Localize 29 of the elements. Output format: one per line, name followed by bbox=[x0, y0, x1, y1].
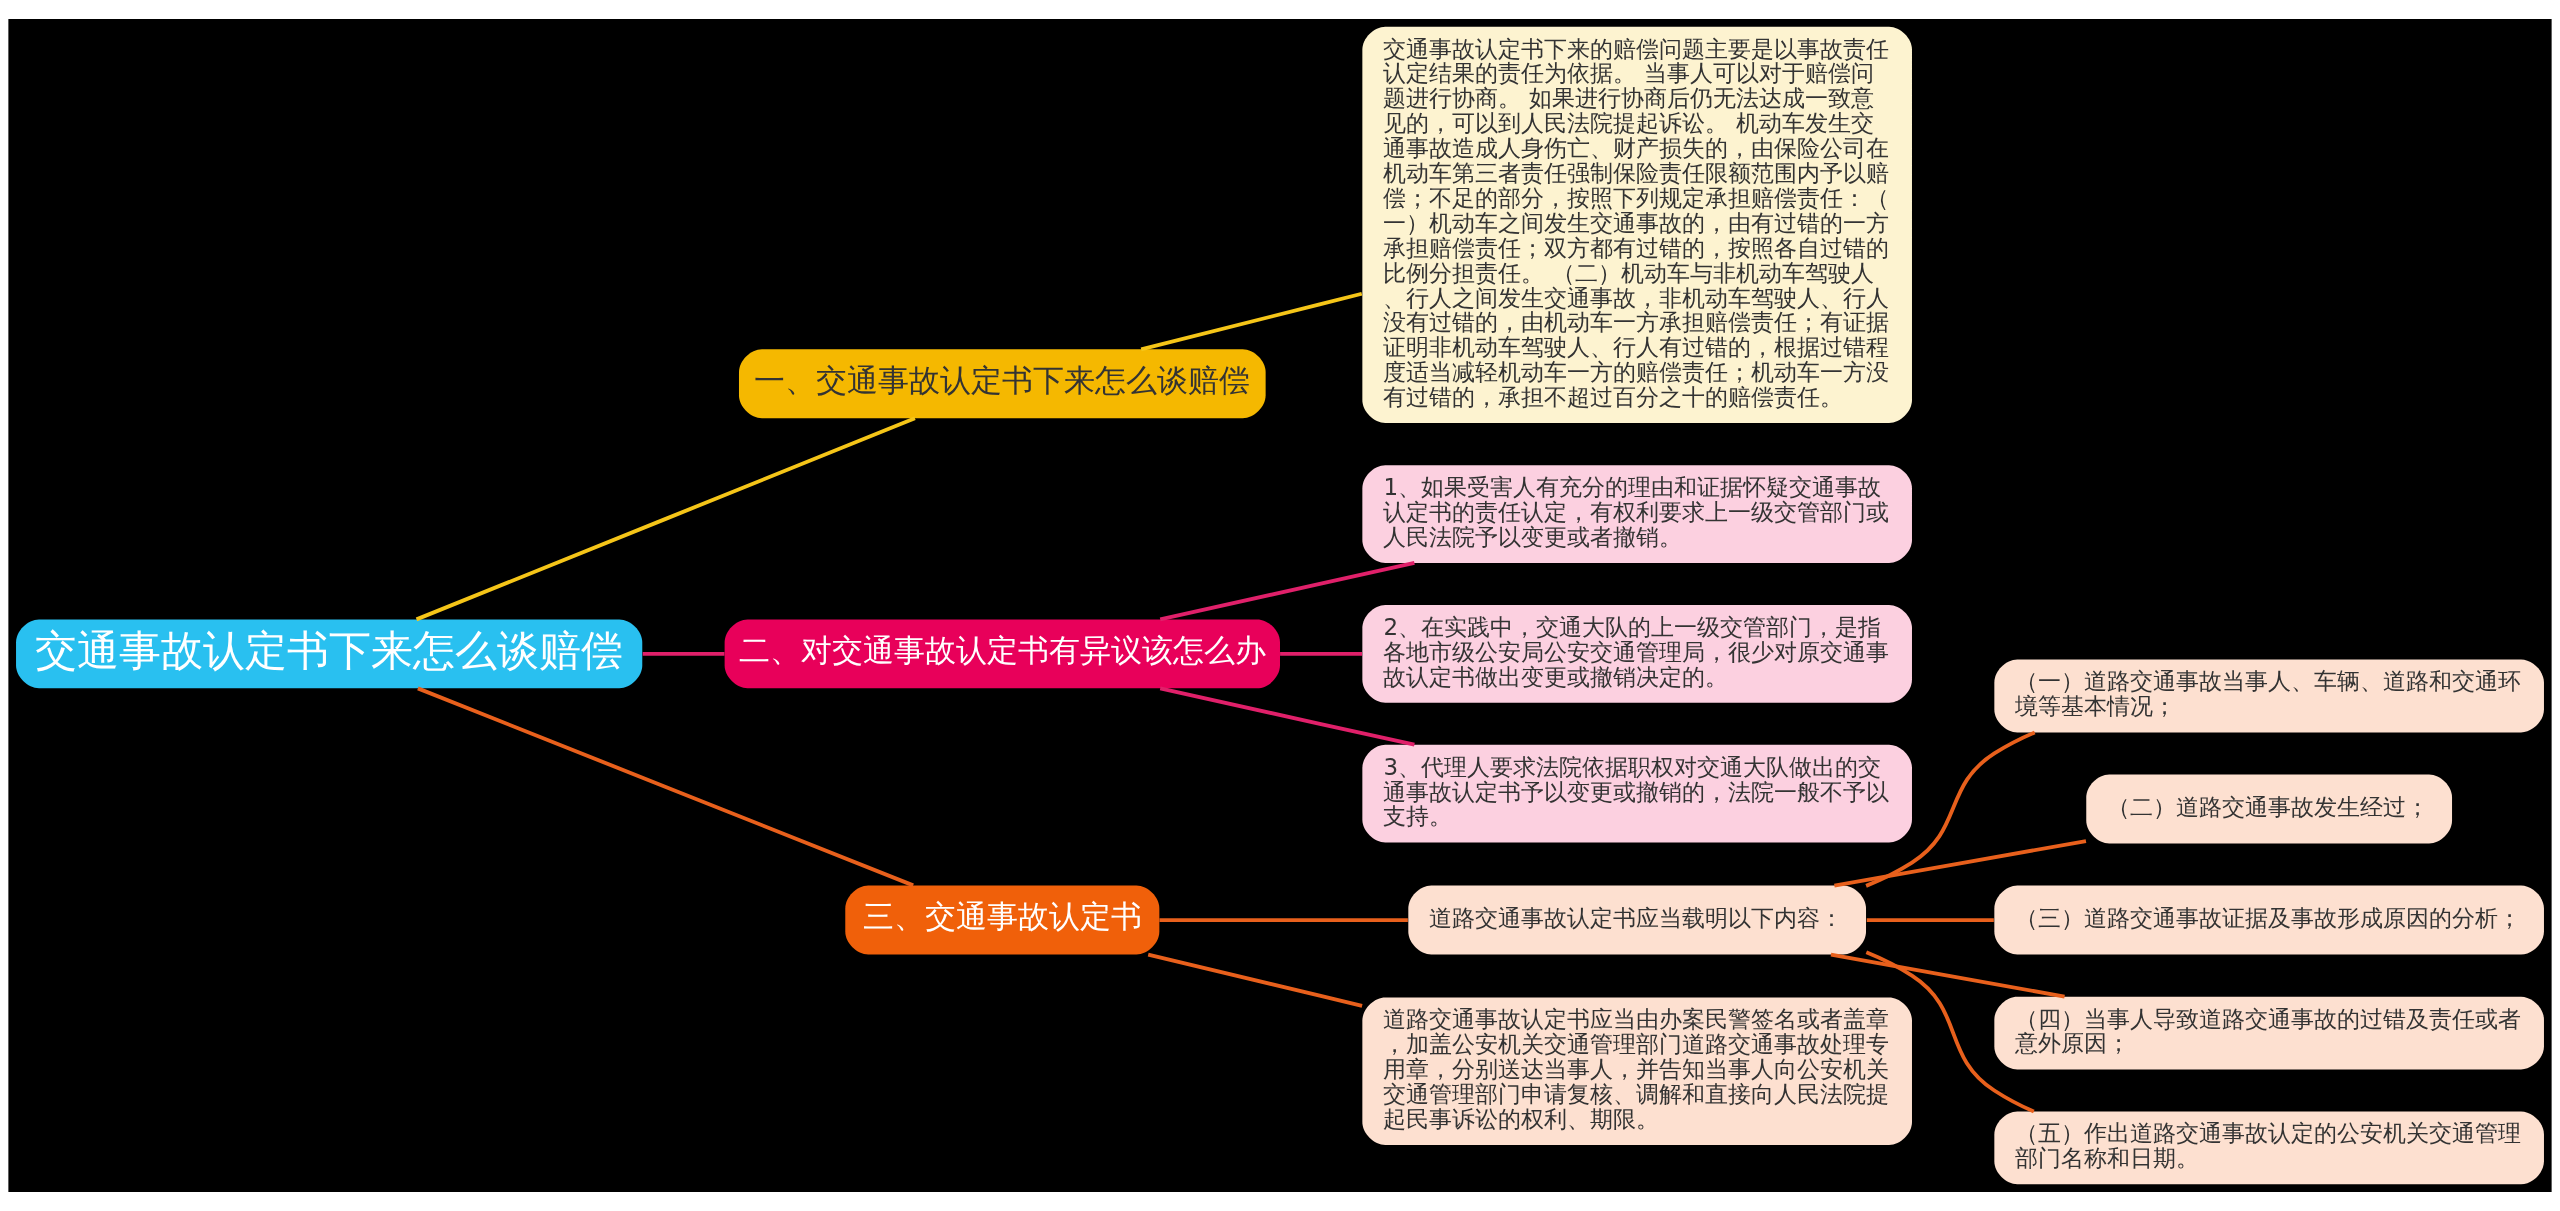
node-box: 一、交通事故认定书下来怎么谈赔偿 bbox=[739, 349, 1266, 419]
node-box: 道路交通事故认定书应当载明以下内容： bbox=[1408, 885, 1866, 955]
node-box: 三、交通事故认定书 bbox=[845, 885, 1160, 955]
connector bbox=[1866, 918, 1994, 922]
node-box: 1、如果受害人有充分的理由和证据怀疑交通事故认定书的责任认定，有权利要求上一级交管部门或人民法院予以变更或者撤销。 bbox=[1362, 465, 1912, 563]
connector bbox=[1865, 730, 2036, 888]
connector bbox=[1865, 950, 2035, 1114]
connector bbox=[417, 686, 914, 888]
connector bbox=[1140, 291, 1363, 352]
node-box: （一）道路交通事故当事人、车辆、道路和交通环境等基本情况； bbox=[1994, 659, 2544, 733]
node-box: （三）道路交通事故证据及事故形成原因的分析； bbox=[1994, 885, 2544, 955]
connector bbox=[1159, 561, 1415, 622]
node-box: 道路交通事故认定书应当由办案民警签名或者盖章，加盖公安机关交通管理部门道路交通事故处理专用章，分别送达当事人，并告知当事人向公安机关交通管理部门申请复核、调解和直接向人民法院提起民事诉讼的权利、期限。 bbox=[1362, 997, 1912, 1146]
connector bbox=[1834, 839, 2087, 888]
node-box: 3、代理人要求法院依据职权对交通大队做出的交通事故认定书予以变更或撤销的，法院一般不予以支持。 bbox=[1362, 744, 1912, 843]
connector bbox=[1159, 918, 1408, 922]
connector bbox=[415, 416, 916, 622]
connector bbox=[1159, 686, 1415, 747]
connector bbox=[642, 651, 725, 656]
connector bbox=[1830, 952, 2065, 999]
connector bbox=[1147, 952, 1363, 1008]
node-box: 交通事故认定书下来怎么谈赔偿 bbox=[16, 619, 643, 689]
node-box: （四）当事人导致道路交通事故的过错及责任或者意外原因； bbox=[1994, 996, 2544, 1070]
node-box: （二）道路交通事故发生经过； bbox=[2086, 774, 2453, 844]
node-box: 2、在实践中，交通大队的上一级交管部门，是指各地市级公安局公安交通管理局，很少对原交通事故认定书做出变更或撤销决定的。 bbox=[1362, 605, 1912, 703]
node-box: （五）作出道路交通事故认定的公安机关交通管理部门名称和日期。 bbox=[1994, 1111, 2544, 1185]
node-box: 二、对交通事故认定书有异议该怎么办 bbox=[724, 619, 1280, 689]
connector bbox=[1280, 651, 1363, 656]
node-box: 交通事故认定书下来的赔偿问题主要是以事故责任认定结果的责任为依据。 当事人可以对于赔偿问题进行协商。 如果进行协商后仍无法达成一致意见的，可以到人民法院提起诉讼。 机动车发生交通事故造成人身伤亡、财产损失的，由保险公司在机动车第三者责任强制保险责任限额范围内予以赔偿；不足的部分，按照下列规定承担赔偿责任：（一）机动车之间发生交通事故的，由有过错的一方承担赔偿责任；双方都有过错的，按照各自过错的比例分担责任。 （二）机动车与非机动车驾驶人、行人之间发生交通事故，非机动车驾驶人、行人没有过错的，由机动车一方承担赔偿责任；有证据证明非机动车驾驶人、行人有过错的，根据过错程度适当减轻机动车一方的赔偿责任；机动车一方没有过错的，承担不超过百分之十的赔偿责任。 bbox=[1362, 26, 1912, 424]
